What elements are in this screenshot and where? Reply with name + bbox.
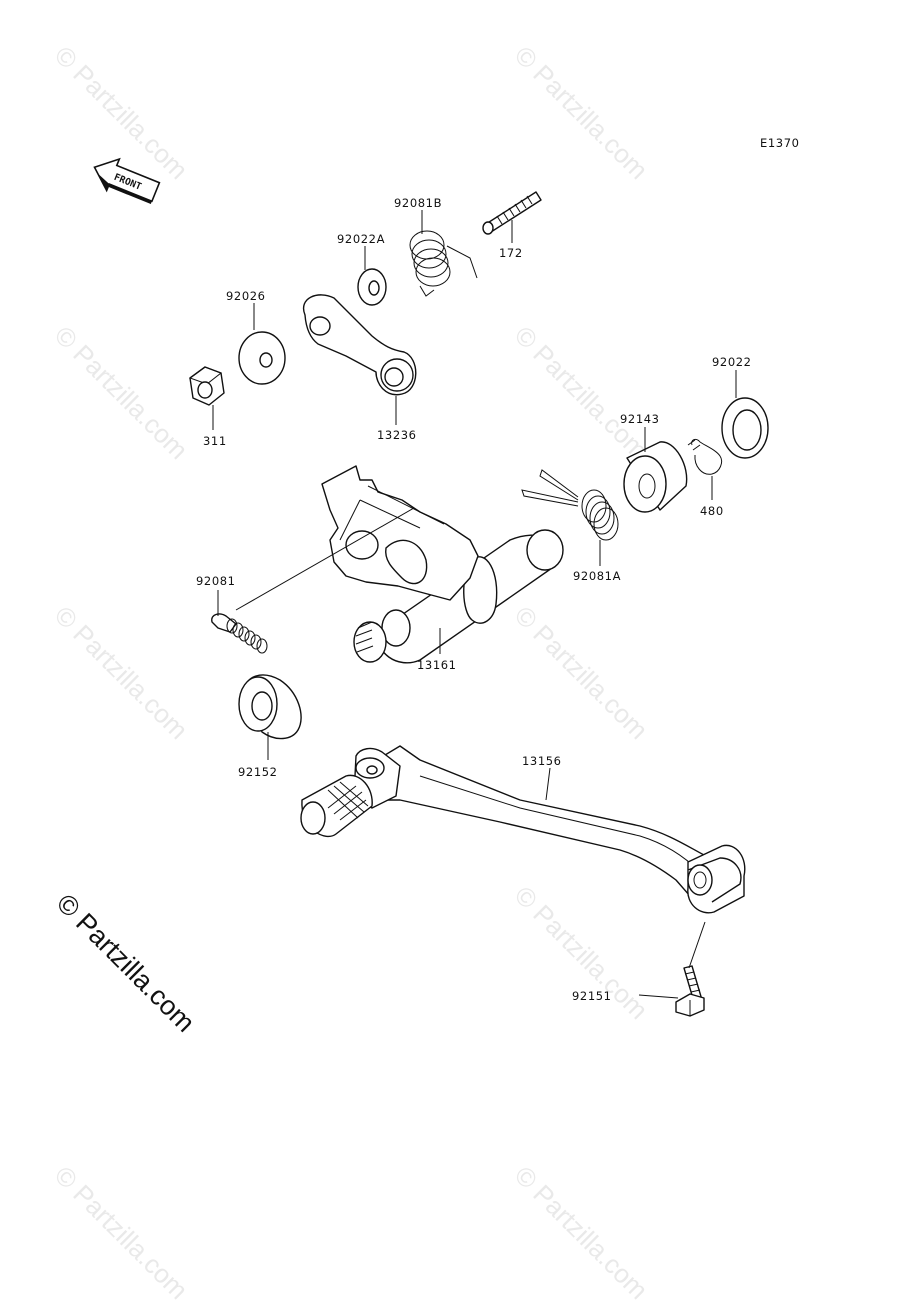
shift-pedal-13156[interactable] (300, 745, 746, 914)
label-92022A: 92022A (337, 232, 385, 246)
label-92026: 92026 (226, 289, 266, 303)
bolt-92151[interactable] (638, 921, 706, 1017)
label-172: 172 (499, 246, 523, 260)
label-92151: 92151 (572, 989, 612, 1003)
label-92022: 92022 (712, 355, 752, 369)
seal-92152[interactable] (238, 674, 302, 760)
spring-92081[interactable] (211, 590, 268, 654)
label-13236: 13236 (377, 428, 417, 442)
lever-13236[interactable] (302, 294, 417, 425)
label-92081B: 92081B (394, 196, 442, 210)
washer-92026[interactable] (238, 303, 286, 385)
label-480: 480 (700, 504, 724, 518)
collar-92143[interactable] (623, 427, 688, 513)
spring-92081A[interactable] (521, 469, 619, 566)
label-92152: 92152 (238, 765, 278, 779)
pin-172[interactable] (482, 191, 542, 243)
parts-diagram: E1370 FRONT 172 92081B 92022A (93, 136, 800, 1017)
label-92143: 92143 (620, 412, 660, 426)
nut-311[interactable] (188, 366, 225, 430)
front-arrow-icon: FRONT (93, 157, 161, 205)
washer-92022[interactable] (721, 370, 769, 459)
washer-92022A[interactable] (357, 246, 387, 306)
label-311: 311 (203, 434, 227, 448)
spring-92081B[interactable] (409, 210, 478, 297)
circlip-480[interactable] (687, 438, 723, 500)
label-92081A: 92081A (573, 569, 621, 583)
label-13156: 13156 (522, 754, 562, 768)
shift-shaft-13161[interactable] (235, 465, 564, 664)
label-13161: 13161 (417, 658, 457, 672)
diagram-code: E1370 (760, 136, 800, 150)
label-92081: 92081 (196, 574, 236, 588)
